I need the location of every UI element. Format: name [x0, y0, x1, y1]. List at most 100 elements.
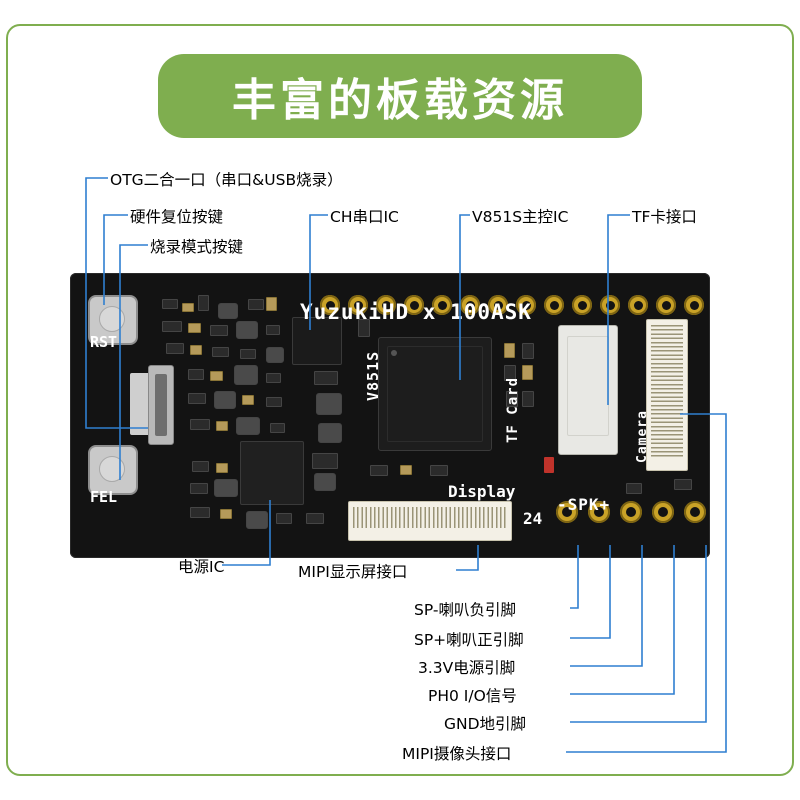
smd-part: [314, 371, 338, 385]
smd-part: [504, 365, 516, 381]
callout-mipi-camera: MIPI摄像头接口: [402, 745, 512, 763]
smd-part: [674, 479, 692, 490]
callout-spk-minus: SP-喇叭负引脚: [414, 601, 516, 619]
title-pill: 丰富的板载资源: [158, 54, 642, 138]
smd-part: [188, 323, 201, 333]
silk-tf-card: TF Card: [505, 376, 521, 443]
silk-fel: FEL: [90, 488, 118, 506]
smd-part: [236, 321, 258, 339]
callout-reset-button: 硬件复位按键: [130, 208, 224, 226]
header-pad: [544, 295, 564, 315]
header-pad: [628, 295, 648, 315]
smd-part: [216, 421, 228, 431]
header-pad: [684, 295, 704, 315]
smd-part: [216, 463, 228, 473]
smd-part: [236, 417, 260, 435]
pad-gnd: [684, 501, 706, 523]
smd-part: [312, 453, 338, 469]
page-title: 丰富的板载资源: [232, 75, 568, 126]
smd-part: [214, 479, 238, 497]
smd-part: [214, 391, 236, 409]
board-surface: YuzukiHD x 100ASK V851S TF Card Camera D…: [70, 273, 710, 558]
smd-part: [266, 325, 280, 335]
ch-uart-ic-chip: [292, 317, 342, 365]
red-led: [544, 457, 554, 473]
silk-speaker: -SPK+: [557, 495, 611, 514]
smd-part: [522, 391, 534, 407]
header-pad: [572, 295, 592, 315]
silk-v851s: V851S: [364, 350, 382, 401]
header-pad: [404, 295, 424, 315]
smd-part: [190, 507, 210, 518]
header-pad: [656, 295, 676, 315]
callout-v851s-soc: V851S主控IC: [472, 208, 569, 226]
header-pad: [488, 295, 508, 315]
smd-part: [626, 483, 642, 494]
smd-part: [188, 393, 206, 404]
smd-part: [242, 395, 254, 405]
smd-part: [190, 483, 208, 494]
development-board: YuzukiHD x 100ASK V851S TF Card Camera D…: [70, 273, 710, 558]
smd-part: [248, 299, 264, 310]
callout-ch-uart-ic: CH串口IC: [330, 208, 399, 226]
callout-tf-card-slot: TF卡接口: [632, 208, 697, 226]
smd-part: [506, 391, 518, 407]
smd-part: [198, 295, 209, 311]
smd-part: [212, 347, 229, 357]
header-pad: [516, 295, 536, 315]
smd-part: [266, 347, 284, 363]
smd-part: [314, 473, 336, 491]
smd-part: [400, 465, 412, 475]
smd-part: [210, 325, 228, 336]
smd-part: [220, 509, 232, 519]
header-pad: [348, 295, 368, 315]
smd-part: [240, 349, 256, 359]
smd-part: [270, 423, 285, 433]
smd-part: [306, 513, 324, 524]
smd-part: [522, 343, 534, 359]
header-pad: [376, 295, 396, 315]
smd-part: [266, 373, 281, 383]
callout-flash-mode-button: 烧录模式按键: [150, 238, 244, 256]
pad-vcc33: [620, 501, 642, 523]
usb-shield: [130, 373, 150, 435]
power-ic-chip: [240, 441, 304, 505]
smd-part: [318, 423, 342, 443]
usb-otg-connector: [148, 365, 174, 445]
header-pad: [432, 295, 452, 315]
mipi-display-connector: [348, 501, 512, 541]
smd-part: [190, 419, 210, 430]
callout-spk-plus: SP+喇叭正引脚: [414, 631, 524, 649]
smd-part: [188, 369, 204, 380]
callout-otg: OTG二合一口（串口&USB烧录）: [110, 171, 343, 189]
smd-part: [370, 465, 388, 476]
callout-power-ic: 电源IC: [178, 558, 225, 576]
smd-part: [316, 393, 342, 415]
pad-ph0: [652, 501, 674, 523]
smd-part: [218, 303, 238, 319]
callout-ph0: PH0 I/O信号: [428, 687, 517, 705]
smd-part: [234, 365, 258, 385]
smd-part: [522, 365, 533, 380]
smd-part: [276, 513, 292, 524]
smd-part: [192, 461, 209, 472]
mipi-camera-connector: [646, 319, 688, 471]
callout-gnd: GND地引脚: [444, 715, 527, 733]
smd-part: [190, 345, 202, 355]
silk-display: Display: [448, 482, 516, 501]
silk-brand: YuzukiHD x 100ASK: [300, 300, 532, 324]
tf-card-slot: [558, 325, 618, 455]
smd-part: [162, 299, 178, 309]
smd-part: [266, 297, 277, 311]
smd-part: [358, 319, 370, 337]
v851s-soc-chip: [378, 337, 492, 451]
smd-part: [504, 343, 515, 358]
callout-vcc33: 3.3V电源引脚: [418, 659, 516, 677]
callout-mipi-display: MIPI显示屏接口: [298, 563, 408, 581]
silk-camera: Camera: [635, 410, 650, 463]
silk-reset: RST: [90, 333, 118, 351]
smd-part: [246, 511, 268, 529]
smd-part: [430, 465, 448, 476]
header-pad: [600, 295, 620, 315]
